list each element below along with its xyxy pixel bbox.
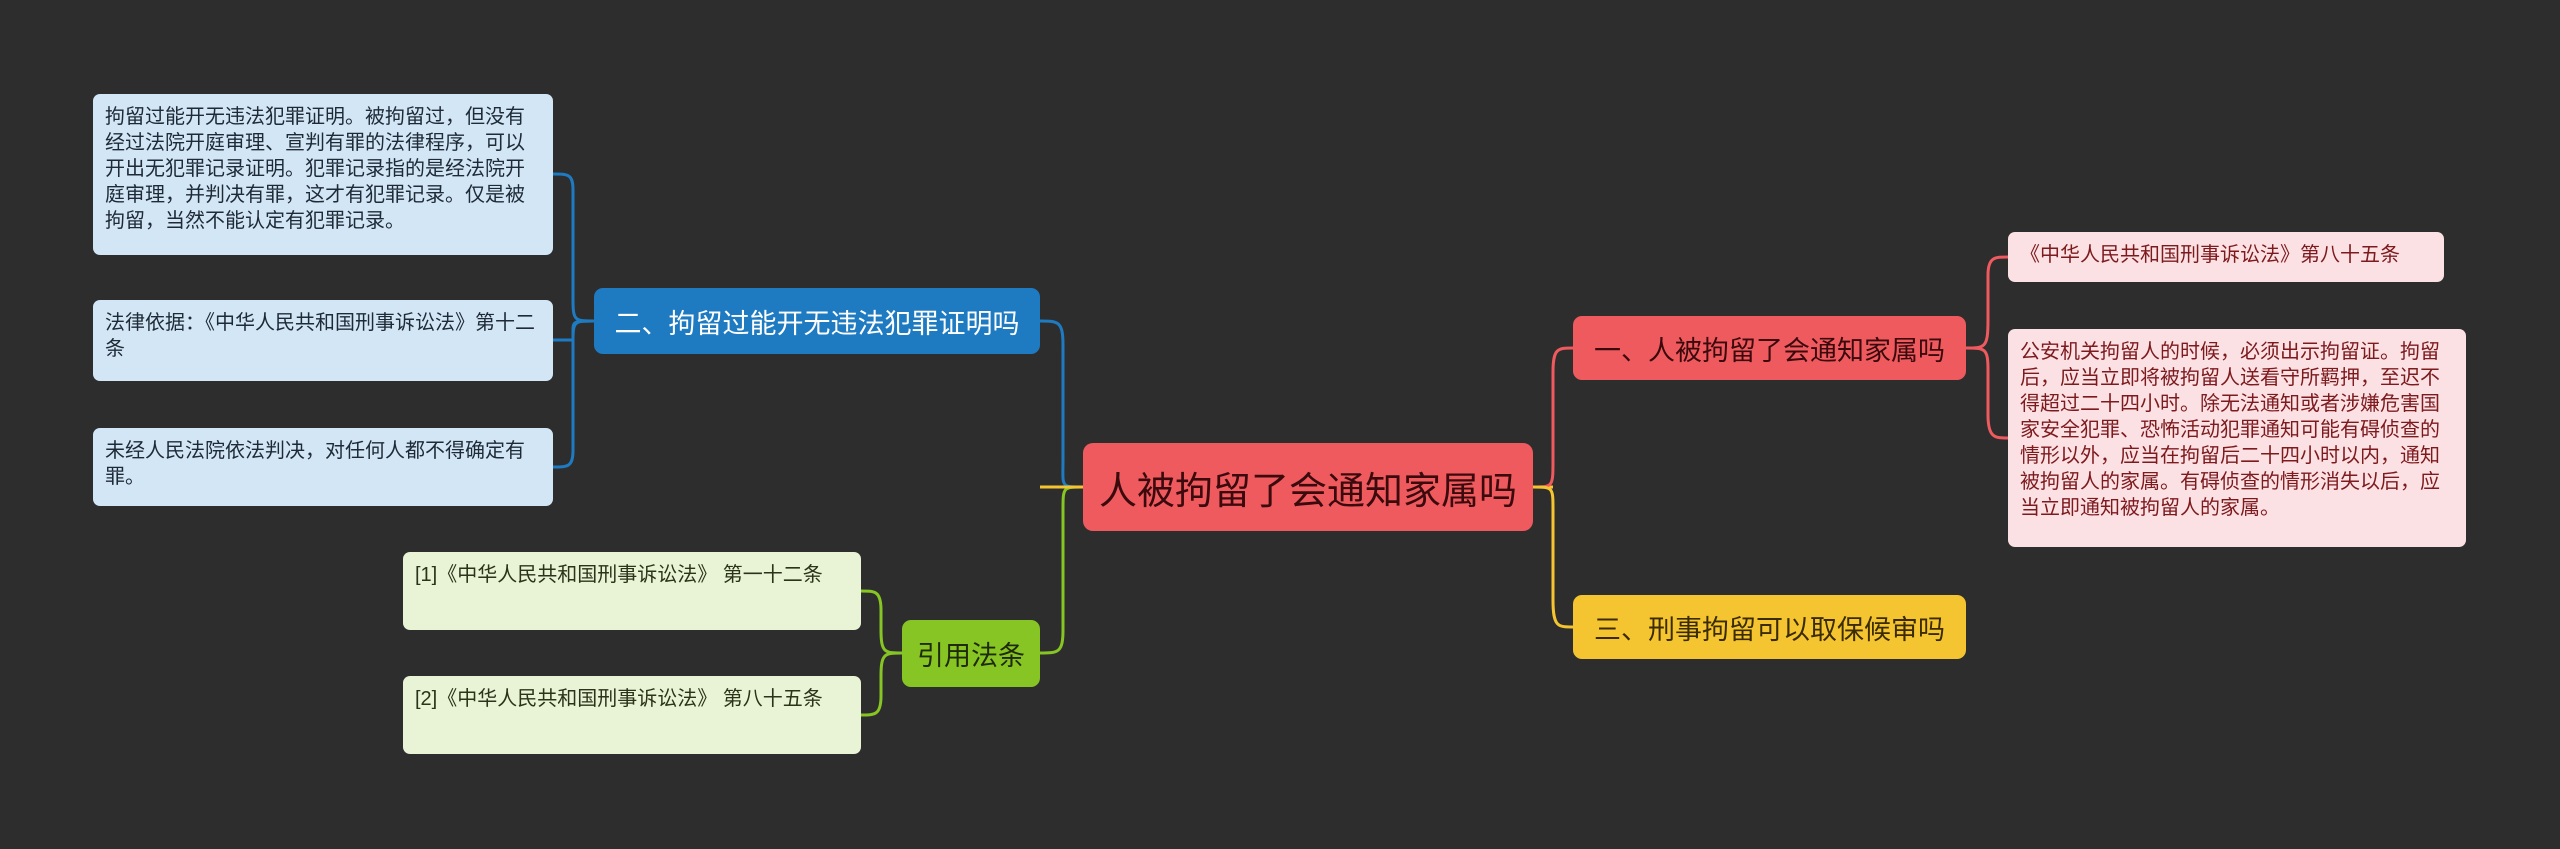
connector-root-to-green	[1039, 485, 1084, 655]
connector-green-to-leaf2	[860, 651, 903, 717]
root-topic[interactable]: 人被拘留了会通知家属吗	[1083, 443, 1533, 531]
branch-cited-articles[interactable]: 引用法条	[902, 620, 1040, 687]
leaf-text: 公安机关拘留人的时候，必须出示拘留证。拘留后，应当立即将被拘留人送看守所羁押，至…	[2020, 341, 2440, 519]
leaf-no-criminal-record-explanation[interactable]: 拘留过能开无违法犯罪证明。被拘留过，但没有经过法院开庭审理、宣判有罪的法律程序，…	[93, 94, 553, 255]
leaf-text: 未经人民法院依法判决，对任何人都不得确定有罪。	[105, 440, 525, 488]
connector-red-to-leaf1	[1965, 255, 2009, 350]
branch-label: 二、拘留过能开无违法犯罪证明吗	[614, 308, 1020, 339]
root-topic-label: 人被拘留了会通知家属吗	[1098, 470, 1517, 513]
connector-root-to-red	[1532, 346, 1574, 489]
leaf-article-85-content[interactable]: 公安机关拘留人的时候，必须出示拘留证。拘留后，应当立即将被拘留人送看守所羁押，至…	[2008, 329, 2466, 547]
leaf-text: [2]《中华人民共和国刑事诉讼法》 第八十五条	[415, 688, 823, 710]
leaf-text: 拘留过能开无违法犯罪证明。被拘留过，但没有经过法院开庭审理、宣判有罪的法律程序，…	[105, 106, 525, 232]
branch-label: 三、刑事拘留可以取保候审吗	[1594, 614, 1945, 645]
leaf-text: 《中华人民共和国刑事诉讼法》第八十五条	[2020, 244, 2400, 266]
branch-family-notification[interactable]: 一、人被拘留了会通知家属吗	[1573, 316, 1966, 380]
connector-root-to-blue	[1039, 319, 1084, 489]
branch-bail-pending-trial[interactable]: 三、刑事拘留可以取保候审吗	[1573, 595, 1966, 659]
leaf-text: 法律依据：《中华人民共和国刑事诉讼法》第十二条	[105, 312, 535, 360]
leaf-legal-basis[interactable]: 法律依据：《中华人民共和国刑事诉讼法》第十二条	[93, 300, 553, 381]
connector-root-to-yellow	[1532, 485, 1574, 629]
branch-label: 一、人被拘留了会通知家属吗	[1594, 335, 1945, 366]
leaf-article-85-title[interactable]: 《中华人民共和国刑事诉讼法》第八十五条	[2008, 232, 2444, 282]
leaf-text: [1]《中华人民共和国刑事诉讼法》 第一十二条	[415, 564, 823, 586]
connector-blue-to-leaf3	[552, 319, 595, 469]
leaf-cited-article-2[interactable]: [2]《中华人民共和国刑事诉讼法》 第八十五条	[403, 676, 861, 754]
connector-blue-to-leaf1	[552, 172, 595, 323]
branch-label: 引用法条	[917, 641, 1025, 671]
leaf-presumption-of-innocence[interactable]: 未经人民法院依法判决，对任何人都不得确定有罪。	[93, 428, 553, 506]
leaf-cited-article-1[interactable]: [1]《中华人民共和国刑事诉讼法》 第一十二条	[403, 552, 861, 630]
connector-red-to-leaf2	[1965, 346, 2009, 440]
connector-green-to-leaf1	[860, 589, 903, 655]
branch-no-criminal-record-certificate[interactable]: 二、拘留过能开无违法犯罪证明吗	[594, 288, 1040, 354]
